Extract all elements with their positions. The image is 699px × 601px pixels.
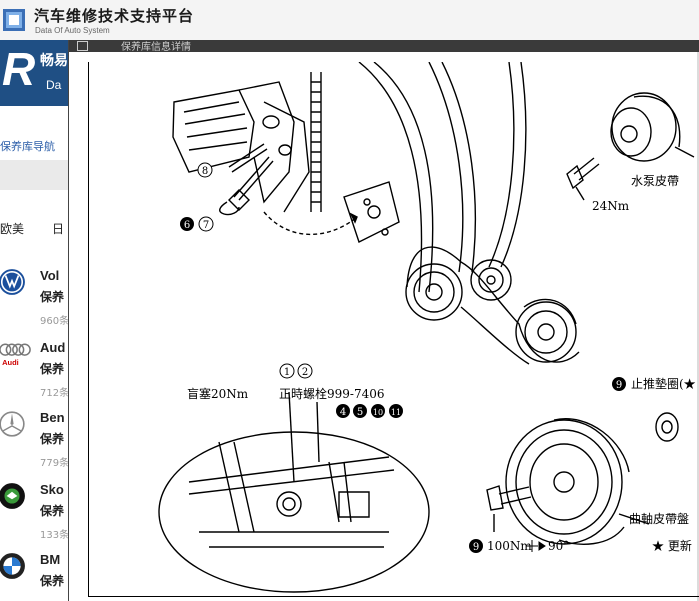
label-water-pump: 水泵皮帶 xyxy=(631,174,679,188)
window-icon xyxy=(77,41,88,51)
timing-diagram: 8 6 7 1 2 4 5 10 11 9 9 xyxy=(158,62,696,593)
label-thrust-washer: 止推墊圈(★ xyxy=(631,377,696,391)
brand-name: Vol xyxy=(40,268,60,283)
brand-kind: 保养 xyxy=(40,504,65,518)
callout-2: 2 xyxy=(302,367,308,378)
brand-name-cn: 畅易 xyxy=(40,53,68,69)
callout-8: 8 xyxy=(202,166,208,177)
brand-item-vw[interactable]: Vol 保养 960条 xyxy=(0,268,68,340)
brand-item-bmw[interactable]: BM 保养 xyxy=(0,552,68,601)
detail-viewer-window: 保养库信息详情 xyxy=(68,40,699,601)
maintenance-nav-link[interactable]: 保养库导航 xyxy=(0,140,55,153)
diagram-frame: 8 6 7 1 2 4 5 10 11 9 9 xyxy=(88,62,699,597)
label-plug: 盲塞20Nm xyxy=(187,386,249,401)
left-panel: R 畅易 Da 保养库导航 欧美 日 Vol 保养 960条 Audi Aud … xyxy=(0,40,68,601)
brand-name: Aud xyxy=(40,340,66,355)
svg-text:Audi: Audi xyxy=(2,358,19,367)
brand-kind: 保养 xyxy=(40,290,65,304)
tab-europe-america[interactable]: 欧美 xyxy=(0,222,25,236)
label-timing-bolt: 正時螺栓999-7406 xyxy=(279,386,385,401)
callout-9-bolt: 9 xyxy=(473,542,479,553)
brand-count: 779条 xyxy=(40,458,68,469)
vw-logo-icon xyxy=(0,269,25,295)
benz-logo-icon xyxy=(0,411,25,437)
callout-10: 10 xyxy=(373,408,383,417)
app-title-bar: 汽车维修技术支持平台 Data Of Auto System xyxy=(0,0,699,41)
brand-name-en: Da xyxy=(46,78,62,92)
callout-4: 4 xyxy=(340,407,346,418)
brand-count: 960条 xyxy=(40,316,68,327)
label-renew: ★ 更新 xyxy=(652,538,692,553)
callout-6: 6 xyxy=(184,220,190,231)
callout-5: 5 xyxy=(357,407,363,418)
label-crank-pulley: 曲軸皮帶盤 xyxy=(629,512,689,526)
skoda-logo-icon xyxy=(0,483,25,509)
callout-7: 7 xyxy=(203,220,209,231)
viewer-scrollbar[interactable] xyxy=(697,52,699,601)
app-logo-icon xyxy=(3,9,25,31)
brand-name: Sko xyxy=(40,482,64,497)
callout-9-washer: 9 xyxy=(616,380,622,391)
viewer-title: 保养库信息详情 xyxy=(121,42,191,53)
brand-kind: 保养 xyxy=(40,432,65,446)
callout-1: 1 xyxy=(284,367,290,378)
label-torque-24: 24Nm xyxy=(592,199,630,213)
tab-japan[interactable]: 日 xyxy=(52,222,65,236)
brand-item-audi[interactable]: Audi Aud 保养 712条 xyxy=(0,340,68,412)
viewer-header: 保养库信息详情 xyxy=(69,40,699,53)
nav-divider xyxy=(0,160,68,190)
brand-name: BM xyxy=(40,552,61,567)
brand-count: 133条 xyxy=(40,530,68,541)
callout-11: 11 xyxy=(391,408,401,417)
brand-logo-icon: R xyxy=(2,43,36,95)
brand-item-benz[interactable]: Ben 保养 779条 xyxy=(0,410,68,482)
brand-item-skoda[interactable]: Sko 保养 133条 xyxy=(0,482,68,554)
bmw-logo-icon xyxy=(0,553,25,579)
app-subtitle: Data Of Auto System xyxy=(35,26,110,35)
label-angle-90: 90° xyxy=(548,539,569,553)
brand-kind: 保养 xyxy=(40,362,65,376)
brand-count: 712条 xyxy=(40,388,68,399)
label-torque-100: 100Nm xyxy=(487,539,532,553)
brand-name: Ben xyxy=(40,410,65,425)
app-title: 汽车维修技术支持平台 xyxy=(34,7,195,25)
audi-logo-icon: Audi xyxy=(0,343,31,367)
brand-banner: R 畅易 Da xyxy=(0,40,68,106)
brand-kind: 保养 xyxy=(40,574,65,588)
